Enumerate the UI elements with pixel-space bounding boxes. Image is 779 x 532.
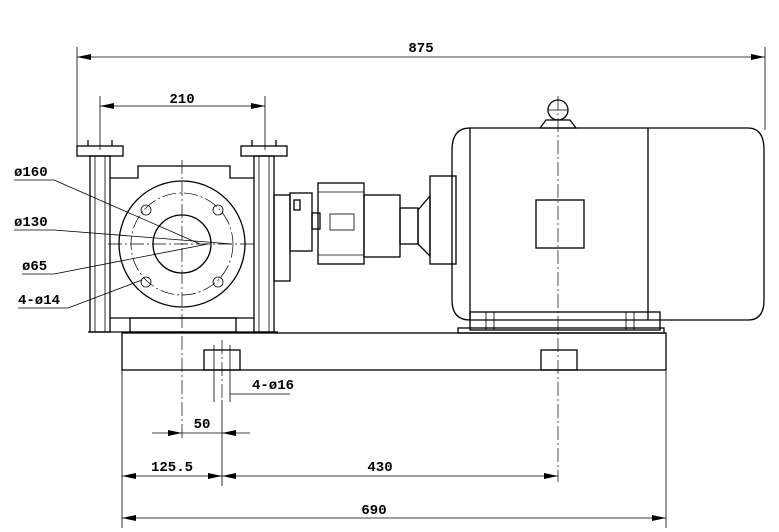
port-spacing-label: 210 bbox=[169, 92, 194, 108]
flange-outer-diameter-label: ø160 bbox=[14, 165, 48, 181]
flange-bore-label: ø65 bbox=[22, 259, 47, 275]
coupling bbox=[317, 182, 419, 265]
base-hole-offset-label: 125.5 bbox=[151, 460, 193, 476]
pump-right-pipe bbox=[240, 140, 288, 333]
pump-left-pipe bbox=[76, 140, 124, 333]
base-hole-spacing-label: 430 bbox=[367, 460, 392, 476]
dimension-foot-bolt-spacing: 50 bbox=[152, 417, 250, 436]
motor-terminal-box bbox=[535, 199, 585, 249]
foot-bolt-spacing-label: 50 bbox=[194, 417, 211, 433]
center-lines bbox=[108, 96, 559, 482]
dimension-port-spacing: 210 bbox=[99, 92, 266, 150]
flange-bolt-hole-3 bbox=[140, 276, 152, 288]
foot-bolts-label: 4-ø16 bbox=[252, 378, 294, 394]
dimension-overall-length: 875 bbox=[76, 41, 766, 150]
overall-length-label: 875 bbox=[408, 41, 433, 57]
dimension-base-length: 690 bbox=[122, 503, 666, 521]
flange-bolt-hole-4 bbox=[212, 276, 224, 288]
flange-bolt-circle-label: ø130 bbox=[14, 215, 48, 231]
base-length-label: 690 bbox=[361, 503, 386, 519]
flange-bolt-hole-1 bbox=[140, 204, 152, 216]
foot-bolt-annotation: 4-ø16 bbox=[213, 345, 294, 402]
flange-bolt-hole-2 bbox=[212, 204, 224, 216]
dimension-base-hole-offsets: 125.5 430 bbox=[121, 370, 667, 528]
flange-annotations: ø160 ø130 ø65 4-ø14 bbox=[14, 165, 233, 309]
pump-bearing-housing bbox=[273, 192, 321, 282]
motor bbox=[417, 99, 765, 334]
base-plate bbox=[121, 332, 667, 371]
flange-bolt-holes-label: 4-ø14 bbox=[18, 293, 60, 309]
